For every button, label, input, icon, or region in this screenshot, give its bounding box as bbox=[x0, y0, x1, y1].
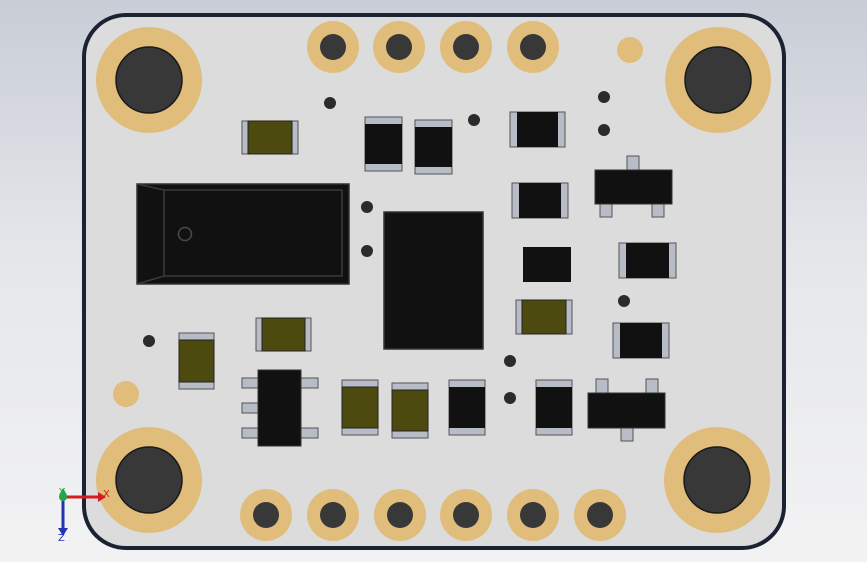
via bbox=[361, 201, 373, 213]
header-pin-top-4 bbox=[507, 21, 559, 73]
mounting-hole-top-right bbox=[665, 27, 771, 133]
capacitor-c3 bbox=[509, 111, 566, 148]
mounting-hole-bottom-left bbox=[96, 427, 202, 533]
header-pin-top-2 bbox=[373, 21, 425, 73]
resistor-r3 bbox=[255, 317, 312, 352]
axis-z-label: Z bbox=[58, 533, 65, 544]
mounting-hole-top-left bbox=[96, 27, 202, 133]
via bbox=[504, 355, 516, 367]
header-pin-bottom-2 bbox=[307, 489, 359, 541]
coordinate-axis-triad-icon: X Y Z bbox=[58, 487, 110, 544]
header-pin-bottom-5 bbox=[507, 489, 559, 541]
header-pin-bottom-6 bbox=[574, 489, 626, 541]
resistor-r5 bbox=[341, 379, 379, 436]
resistor-r1 bbox=[241, 120, 299, 155]
transistor-q2 bbox=[587, 378, 666, 442]
axis-y-label: Y bbox=[58, 487, 66, 498]
regulator-u2 bbox=[241, 369, 319, 447]
fiducial-pad-top bbox=[617, 37, 643, 63]
capacitor-c8 bbox=[535, 379, 573, 436]
via bbox=[361, 245, 373, 257]
via bbox=[598, 91, 610, 103]
small-ic bbox=[523, 247, 571, 282]
resistor-r4 bbox=[178, 332, 215, 390]
via bbox=[618, 295, 630, 307]
main-ic bbox=[383, 211, 484, 350]
capacitor-c7 bbox=[448, 379, 486, 436]
via bbox=[468, 114, 480, 126]
resistor-r6 bbox=[391, 382, 429, 439]
via bbox=[324, 97, 336, 109]
resistor-r2 bbox=[515, 299, 573, 335]
axis-x-label: X bbox=[103, 489, 110, 500]
header-pin-bottom-1 bbox=[240, 489, 292, 541]
header-pin-top-1 bbox=[307, 21, 359, 73]
via bbox=[504, 392, 516, 404]
header-pin-bottom-4 bbox=[440, 489, 492, 541]
header-pin-top-3 bbox=[440, 21, 492, 73]
capacitor-c1 bbox=[364, 116, 403, 172]
transistor-q1 bbox=[594, 155, 673, 218]
capacitor-c6 bbox=[612, 322, 670, 359]
connector-module bbox=[136, 183, 350, 285]
mounting-hole-bottom-right bbox=[664, 427, 770, 533]
via bbox=[598, 124, 610, 136]
capacitor-c4 bbox=[511, 182, 569, 219]
header-pin-bottom-3 bbox=[374, 489, 426, 541]
fiducial-pad-left bbox=[113, 381, 139, 407]
capacitor-c5 bbox=[618, 242, 677, 279]
capacitor-c2 bbox=[414, 119, 453, 175]
via bbox=[143, 335, 155, 347]
